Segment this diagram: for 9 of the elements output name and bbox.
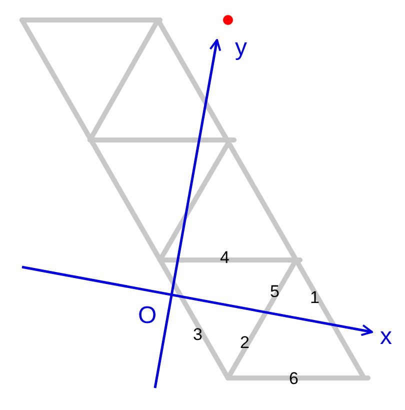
segment-number: 1 bbox=[310, 289, 320, 306]
segment-number: 3 bbox=[193, 326, 202, 343]
segment-number: 4 bbox=[220, 249, 230, 266]
segment-number: 5 bbox=[270, 283, 280, 300]
segment-number: 6 bbox=[289, 370, 298, 387]
origin-label: O bbox=[138, 304, 157, 328]
axis-label: x bbox=[380, 325, 392, 349]
axis-label: y bbox=[235, 36, 247, 60]
segment-number: 2 bbox=[240, 334, 250, 351]
